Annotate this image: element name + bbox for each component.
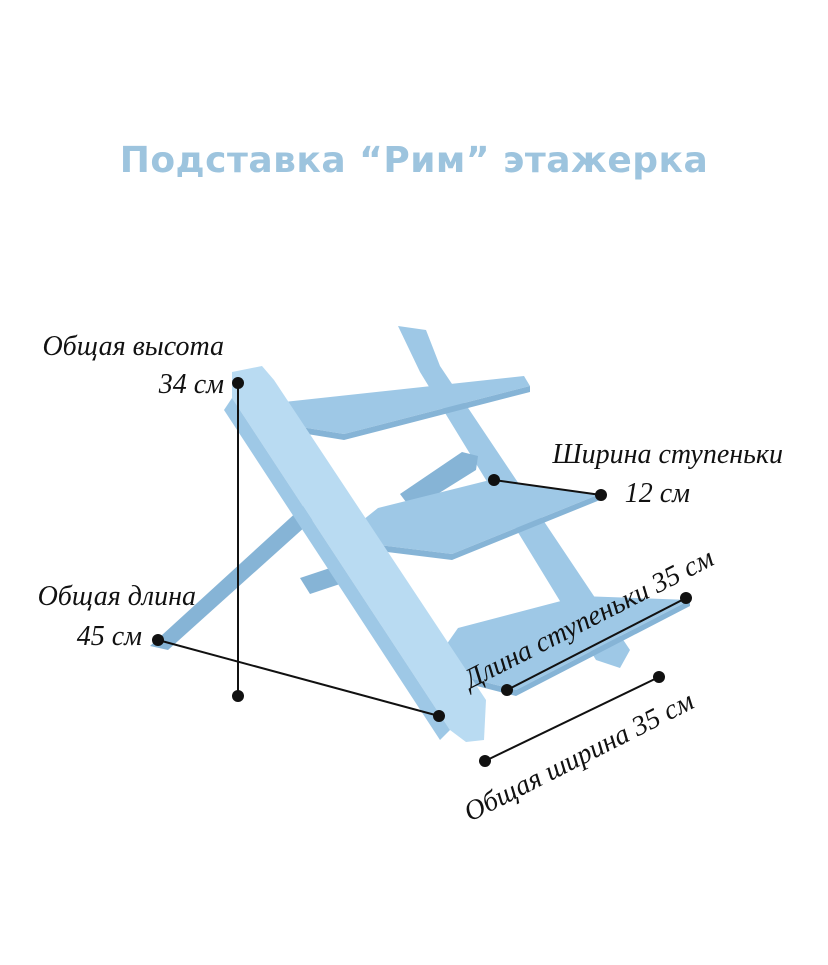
overall-width-start-dot <box>479 755 491 767</box>
height-bottom-dot <box>232 690 244 702</box>
step-length-line <box>506 597 687 691</box>
step-width-label: Ширина ступеньки <box>551 439 783 470</box>
top-step <box>258 376 530 434</box>
height-top-dot <box>232 377 244 389</box>
height-label: Общая высота <box>42 331 224 362</box>
length-line <box>157 639 440 717</box>
overall-width-line <box>484 676 660 762</box>
step-width-start-dot <box>488 474 500 486</box>
mid-rear-rung <box>400 452 478 510</box>
step-width-end-dot <box>595 489 607 501</box>
length-label: Общая длина <box>38 581 196 612</box>
dimension-lines <box>152 377 692 767</box>
rear-foot <box>300 568 340 594</box>
length-start-dot <box>152 634 164 646</box>
step-width-value: 12 см <box>625 478 690 509</box>
shelf-illustration <box>150 326 690 742</box>
overall-width-end-dot <box>653 671 665 683</box>
step-width-line <box>493 479 602 496</box>
height-value: 34 см <box>158 369 224 400</box>
length-value: 45 см <box>77 621 142 652</box>
page-title: Подставка “Рим” этажерка <box>119 140 709 181</box>
step-length-end-dot <box>680 592 692 604</box>
middle-step <box>338 480 600 554</box>
bottom-step <box>430 596 690 690</box>
length-end-dot <box>433 710 445 722</box>
front-side-panel <box>232 366 486 742</box>
front-side-panel-shade <box>224 398 450 740</box>
step-length-start-dot <box>501 684 513 696</box>
